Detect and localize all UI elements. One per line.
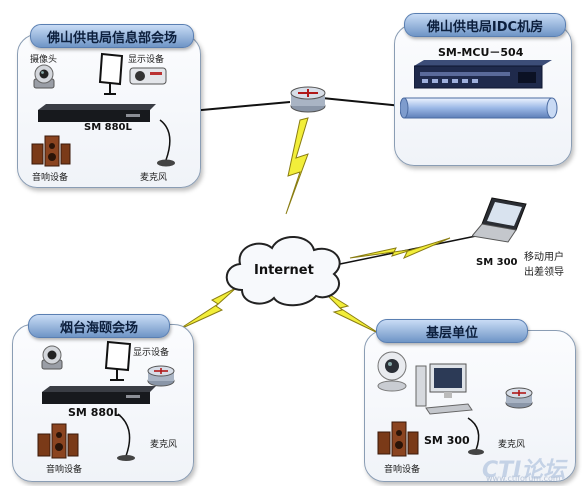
watermark-logo: CTI论坛 [482, 458, 566, 483]
terminal-device-icon [42, 386, 156, 404]
speaker-icon [31, 135, 71, 167]
panel-foshan-idc [394, 24, 572, 166]
computer-icon [415, 363, 473, 415]
speaker-icon [377, 421, 419, 457]
cable-router-idc [321, 97, 403, 107]
display-screen-icon [104, 340, 132, 381]
label-mic: 麦克风 [140, 173, 168, 183]
label-mobile-terminal: SM 300 [476, 257, 518, 268]
speaker-icon [37, 423, 79, 459]
panel-title-foshan-info: 佛山供电局信息部会场 [30, 24, 194, 48]
label-terminal: SM 880L [68, 406, 121, 419]
laptop-icon [472, 197, 527, 243]
terminal-device-icon [38, 104, 156, 122]
router-icon [290, 86, 326, 113]
label-mic: 麦克风 [498, 440, 526, 450]
internet-cloud [225, 235, 341, 307]
network-backbone-pipe [400, 97, 558, 119]
label-mobile-line2: 出差领导 [524, 267, 564, 278]
panel-title-foshan-idc: 佛山供电局IDC机房 [404, 13, 566, 37]
lightning-router-cloud [285, 117, 309, 215]
label-speaker: 音响设备 [384, 465, 421, 475]
label-terminal: SM 880L [84, 122, 132, 133]
panel-title-yantai: 烟台海颐会场 [28, 314, 170, 338]
label-display: 显示设备 [128, 55, 165, 65]
label-mic: 麦克风 [150, 440, 178, 450]
label-display: 显示设备 [133, 348, 170, 358]
watermark-url: www.ctiforum.com [486, 474, 561, 483]
lightning-cloud-mobile [349, 237, 451, 260]
cloud-label: Internet [254, 263, 314, 278]
webcam-icon [377, 351, 407, 392]
label-terminal: SM 300 [424, 434, 470, 447]
microphone-icon [467, 417, 484, 455]
camera-icon [41, 345, 63, 370]
display-device-icon [98, 52, 167, 95]
label-camera: 摄像头 [30, 55, 58, 65]
label-speaker: 音响设备 [46, 465, 83, 475]
router-icon [147, 365, 175, 387]
camera-icon [33, 64, 55, 89]
microphone-icon [117, 413, 135, 461]
panel-title-base: 基层单位 [376, 319, 528, 343]
label-speaker: 音响设备 [32, 173, 69, 183]
label-mobile-line1: 移动用户 [524, 252, 564, 263]
mcu-server-icon [414, 60, 552, 89]
label-mcu: SM-MCU－504 [438, 46, 524, 59]
router-icon [505, 387, 533, 409]
microphone-icon [157, 119, 175, 167]
